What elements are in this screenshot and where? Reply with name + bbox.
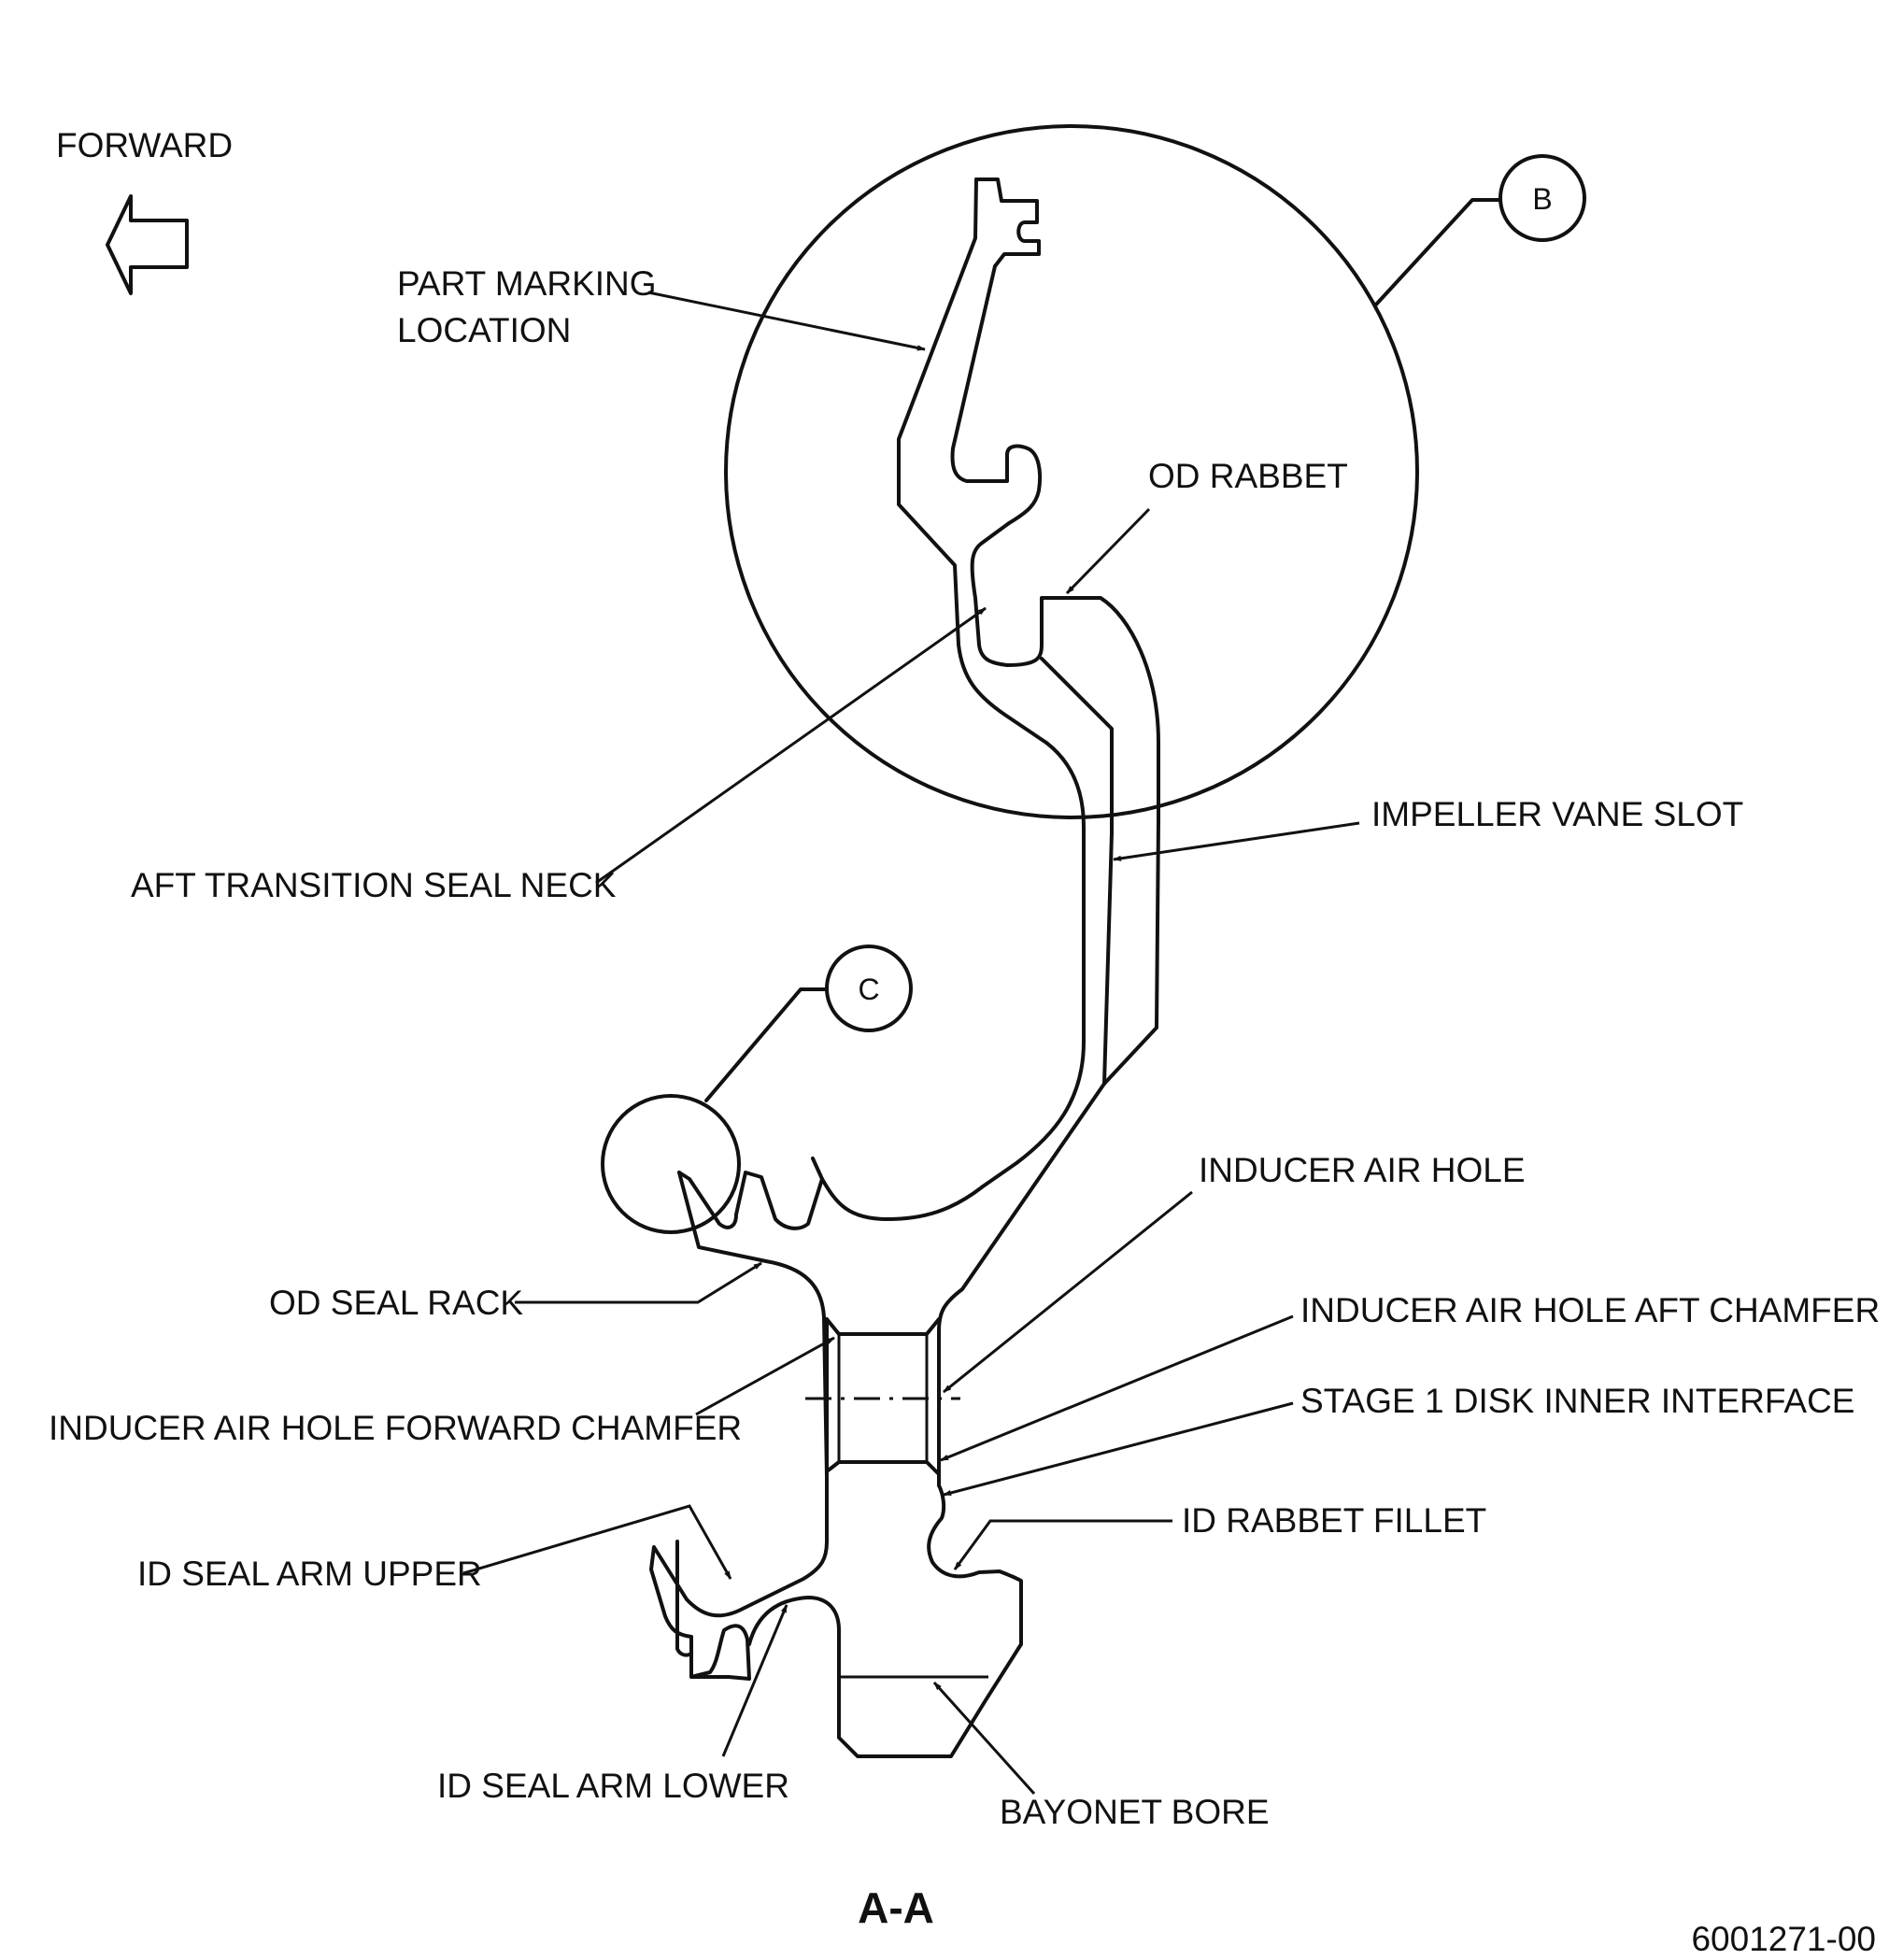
leader-od-seal-rack: [515, 1261, 762, 1304]
leader-id-rabbet-fillet: [953, 1519, 1172, 1570]
leader-id-seal-arm-lower: [721, 1604, 788, 1757]
detail-c-letter: C: [858, 973, 879, 1006]
leader-inducer-air-hole: [943, 1190, 1193, 1394]
detail-c-circle: [601, 1094, 741, 1234]
section-title: A-A: [858, 1883, 934, 1932]
callout-id-seal-arm-lower: ID SEAL ARM LOWER: [437, 1767, 789, 1805]
detail-b-bubble: [1498, 154, 1586, 242]
forward-arrow-icon: [106, 194, 189, 295]
detail-b-circle: [724, 124, 1419, 819]
detail-b-leader: [1373, 198, 1501, 307]
callout-id-rabbet-fillet: ID RABBET FILLET: [1182, 1501, 1486, 1540]
leader-stage-1-disk-inner-interface: [943, 1401, 1294, 1497]
callout-labels: PART MARKING LOCATION OD RABBET IMPELLER…: [49, 264, 1880, 1831]
callout-leaders: [462, 291, 1360, 1796]
leader-inducer-air-hole-forward-chamfer: [695, 1336, 835, 1416]
callout-aft-transition-seal-neck: AFT TRANSITION SEAL NECK: [131, 866, 617, 904]
callout-inducer-air-hole-aft-chamfer: INDUCER AIR HOLE AFT CHAMFER: [1300, 1291, 1880, 1329]
callout-id-seal-arm-upper: ID SEAL ARM UPPER: [137, 1555, 482, 1593]
leader-impeller-vane-slot: [1113, 821, 1360, 861]
detail-c-bubble: [825, 944, 913, 1032]
drawing-number: 6001271-00: [1691, 1920, 1876, 1958]
forward-label: FORWARD: [56, 126, 233, 164]
callout-impeller-vane-slot: IMPELLER VANE SLOT: [1371, 795, 1743, 833]
leader-id-seal-arm-upper: [462, 1504, 732, 1580]
leader-od-rabbet: [1065, 507, 1151, 595]
callout-part-marking-location-line1: PART MARKING: [397, 264, 657, 303]
callout-od-rabbet: OD RABBET: [1148, 457, 1348, 495]
part-profile: [649, 178, 1160, 1758]
leader-bayonet-bore: [932, 1681, 1036, 1796]
leader-aft-transition-seal-neck: [595, 606, 987, 885]
callout-stage-1-disk-inner-interface: STAGE 1 DISK INNER INTERFACE: [1300, 1382, 1854, 1420]
detail-c-leader: [704, 987, 827, 1102]
callout-od-seal-rack: OD SEAL RACK: [269, 1284, 523, 1322]
callout-part-marking-location-line2: LOCATION: [397, 311, 571, 349]
leader-part-marking-location: [647, 291, 926, 351]
leader-inducer-air-hole-aft-chamfer: [940, 1314, 1294, 1462]
callout-inducer-air-hole: INDUCER AIR HOLE: [1199, 1151, 1526, 1189]
callout-inducer-air-hole-forward-chamfer: INDUCER AIR HOLE FORWARD CHAMFER: [49, 1409, 742, 1447]
detail-b-letter: B: [1532, 182, 1552, 216]
callout-bayonet-bore: BAYONET BORE: [1000, 1793, 1270, 1831]
